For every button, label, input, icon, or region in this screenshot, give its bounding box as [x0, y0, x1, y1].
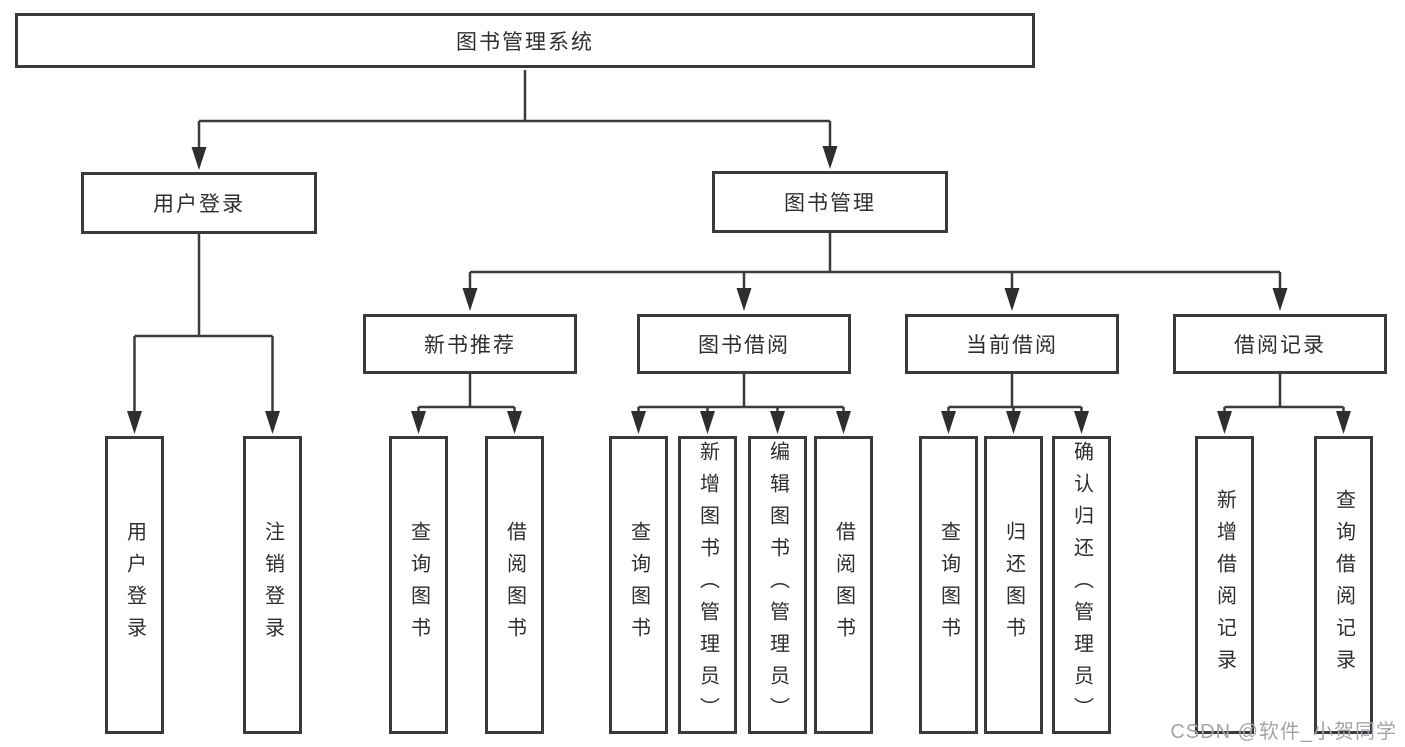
- node-current-borrowing: 当前借阅: [905, 314, 1119, 374]
- leaf-borrow-books-borrowing: 借阅图书: [814, 436, 873, 734]
- leaf-label: 查询图书: [937, 521, 960, 649]
- node-label: 图书管理: [784, 192, 876, 215]
- node-user-login: 用户登录: [81, 172, 317, 234]
- node-label: 用户登录: [153, 193, 245, 216]
- leaf-query-books-borrowing: 查询图书: [609, 436, 668, 734]
- leaf-add-borrow-record: 新增借阅记录: [1195, 436, 1254, 734]
- node-borrow-records: 借阅记录: [1173, 314, 1387, 374]
- leaf-add-book-admin: 新增图书（管理员）: [678, 436, 737, 734]
- leaf-label: 借阅图书: [832, 521, 855, 649]
- node-label: 借阅记录: [1234, 334, 1326, 357]
- leaf-label: 注销登录: [261, 521, 284, 649]
- node-label: 图书管理系统: [456, 30, 594, 54]
- leaf-confirm-return-admin: 确认归还（管理员）: [1052, 436, 1111, 734]
- node-new-book-recommend: 新书推荐: [363, 314, 577, 374]
- leaf-label: 查询图书: [407, 521, 430, 649]
- leaf-query-books-recommend: 查询图书: [389, 436, 448, 734]
- leaf-user-login: 用户登录: [105, 436, 164, 734]
- leaf-query-borrow-record: 查询借阅记录: [1314, 436, 1373, 734]
- leaf-label: 新增图书（管理员）: [696, 441, 719, 729]
- node-label: 图书借阅: [698, 334, 790, 357]
- leaf-label: 用户登录: [123, 521, 146, 649]
- leaf-logout: 注销登录: [243, 436, 302, 734]
- leaf-return-book: 归还图书: [984, 436, 1043, 734]
- node-book-borrowing: 图书借阅: [637, 314, 851, 374]
- leaf-label: 编辑图书（管理员）: [766, 441, 789, 729]
- leaf-label: 确认归还（管理员）: [1070, 441, 1093, 729]
- leaf-label: 归还图书: [1002, 521, 1025, 649]
- leaf-label: 借阅图书: [503, 521, 526, 649]
- node-label: 新书推荐: [424, 334, 516, 357]
- leaf-label: 查询借阅记录: [1332, 489, 1355, 681]
- leaf-borrow-books-recommend: 借阅图书: [485, 436, 544, 734]
- leaf-query-books-current: 查询图书: [919, 436, 978, 734]
- node-label: 当前借阅: [966, 334, 1058, 357]
- node-book-management: 图书管理: [712, 171, 948, 233]
- leaf-edit-book-admin: 编辑图书（管理员）: [748, 436, 807, 734]
- leaf-label: 查询图书: [627, 521, 650, 649]
- leaf-label: 新增借阅记录: [1213, 489, 1236, 681]
- node-library-management-system: 图书管理系统: [15, 13, 1035, 68]
